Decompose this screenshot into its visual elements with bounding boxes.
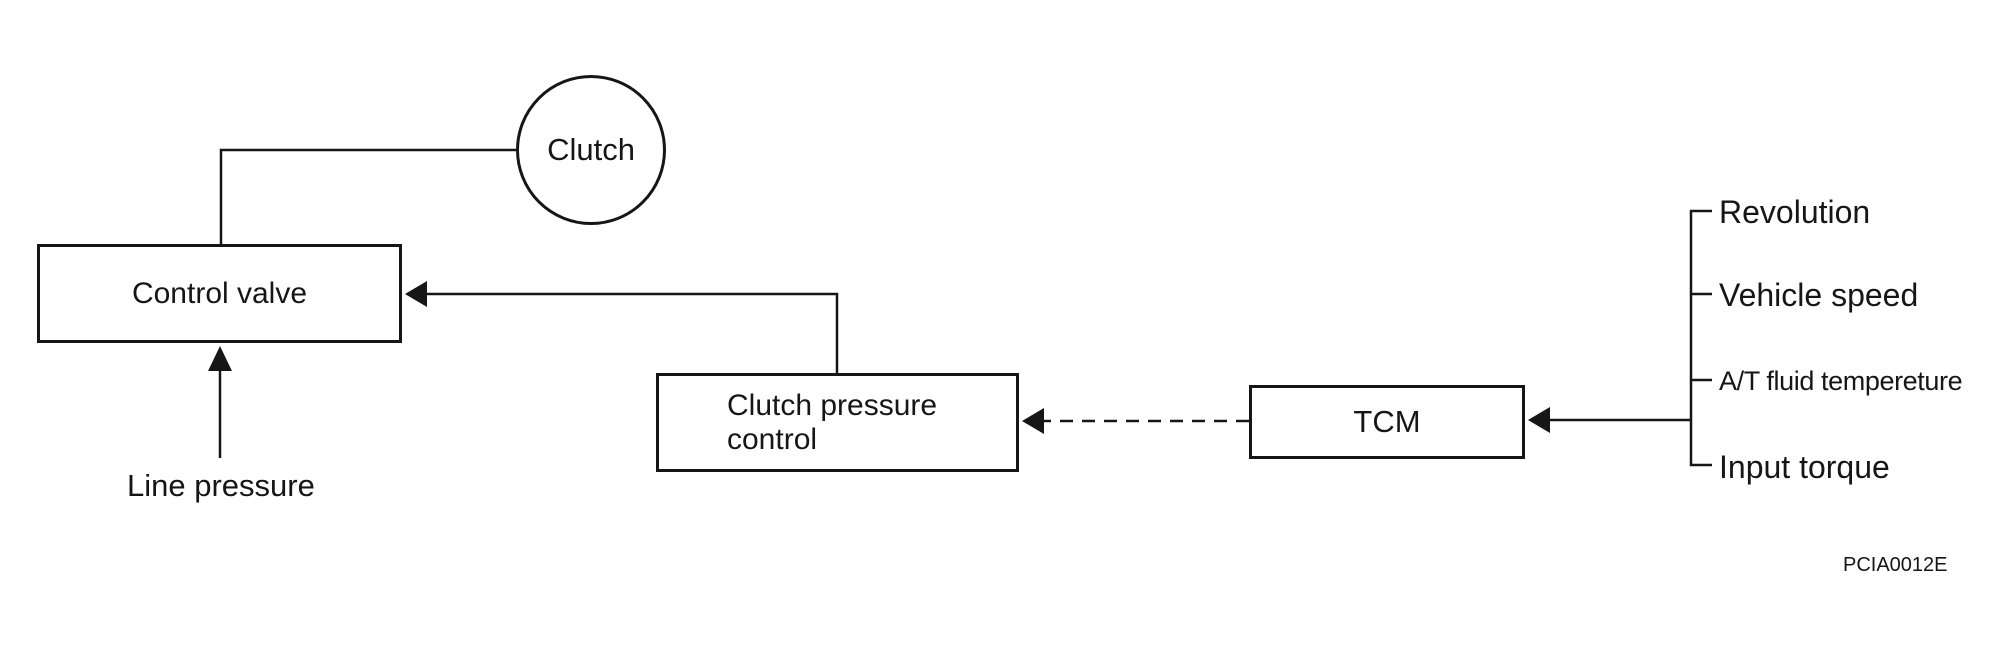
clutch-node: Clutch [516, 75, 666, 225]
line-pressure-arrowhead-icon [208, 346, 232, 371]
line-pressure-label: Line pressure [127, 468, 315, 503]
tcm-node: TCM [1249, 385, 1525, 459]
pressure-feedback-line [423, 292, 839, 373]
pressure-feedback-arrowhead-icon [405, 281, 427, 307]
control-valve-node-label: Control valve [131, 276, 308, 310]
sensor-label-revolution: Revolution [1719, 194, 1871, 230]
sensor-label-at-fluid-temperature: A/T fluid tempereture [1719, 366, 1963, 396]
sensor-input-arrowhead-icon [1528, 407, 1550, 433]
tcm-command-arrowhead-icon [1022, 408, 1044, 434]
control-valve-node: Control valve [37, 244, 402, 343]
clutch-connector-line [219, 148, 516, 244]
tcm-node-label: TCM [1353, 404, 1421, 439]
clutch-node-label: Clutch [547, 132, 635, 167]
sensor-bracket [1689, 209, 1712, 467]
sensor-label-vehicle-speed: Vehicle speed [1719, 277, 1919, 313]
clutch-pressure-control-node: Clutch pressure control [656, 373, 1019, 472]
clutch-pressure-control-node-label: Clutch pressure control [727, 388, 938, 456]
figure-code: PCIA0012E [1843, 554, 1948, 576]
sensor-label-input-torque: Input torque [1719, 449, 1890, 485]
